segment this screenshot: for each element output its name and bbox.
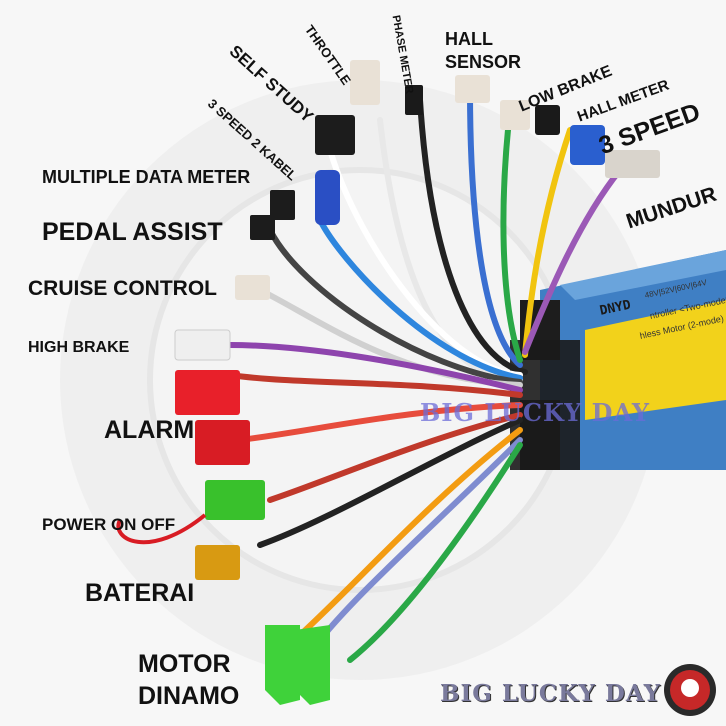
hall-meter-connector — [535, 105, 560, 135]
wire-bundle — [227, 87, 623, 663]
label-high-brake: HIGH BRAKE — [28, 339, 130, 356]
motor-connector-2 — [295, 625, 330, 705]
controller-box — [510, 250, 726, 470]
low-brake-connector — [500, 100, 530, 130]
pedal-assist-connector — [250, 215, 275, 240]
high-brake-connector — [174, 329, 231, 361]
motor-connector-1 — [265, 625, 300, 705]
three-speed-2-kabel-connector — [315, 170, 340, 225]
throttle-connector — [350, 60, 380, 105]
label-baterai: BATERAI — [85, 579, 195, 607]
phase-meter-connector — [405, 85, 423, 115]
multiple-data-meter-connector — [270, 190, 295, 220]
watermark-center-text: BIG LUCKY DAY — [420, 398, 651, 427]
alarm-connector-2 — [195, 420, 250, 465]
label-dinamo: DINAMO — [138, 682, 240, 710]
alarm-connector-1 — [175, 370, 240, 415]
label-pedal-assist: PEDAL ASSIST — [42, 218, 223, 246]
three-speed-connector — [570, 125, 605, 165]
baterai-connector — [195, 545, 240, 580]
label-alarm: ALARM — [104, 416, 195, 444]
connectors — [116, 60, 660, 705]
label-hall-sensor-line1: HALL — [445, 29, 493, 49]
label-hall-sensor-line2: SENSOR — [445, 52, 522, 72]
label-multiple-data-meter: MULTIPLE DATA METER — [42, 167, 251, 187]
label-power-on-off: POWER ON OFF — [42, 515, 176, 534]
power-on-off-connector — [205, 480, 265, 520]
watermark-corner-text: BIG LUCKY DAY — [440, 680, 661, 707]
label-motor: MOTOR — [138, 650, 231, 678]
logo-badge — [664, 664, 716, 716]
self-study-connector — [315, 115, 355, 155]
mundur-connector — [605, 150, 660, 178]
hall-sensor-connector — [455, 75, 490, 103]
label-cruise-control: CRUISE CONTROL — [28, 277, 217, 300]
cruise-control-connector — [235, 275, 270, 300]
